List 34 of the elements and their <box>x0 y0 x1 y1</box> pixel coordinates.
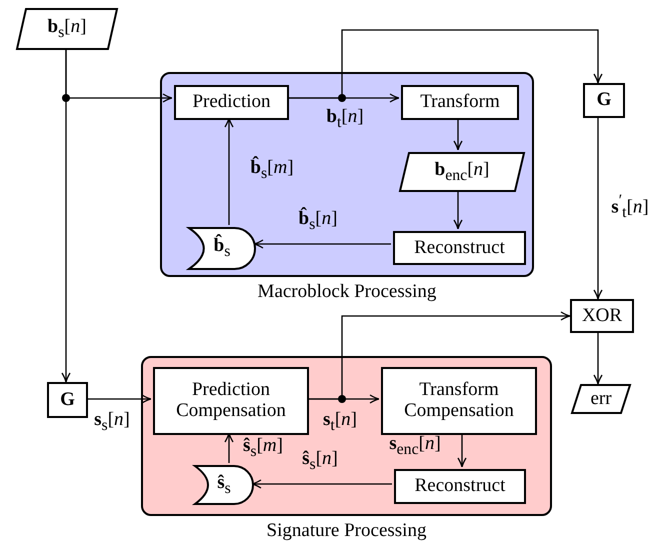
node-label: Reconstruct <box>414 238 505 258</box>
process-box <box>393 231 526 265</box>
process-box <box>583 83 625 118</box>
node-label: b̂$_{s}$ <box>214 236 230 261</box>
node-label: Transform <box>420 92 500 113</box>
node-label: err <box>590 388 612 410</box>
process-box <box>381 367 537 435</box>
edge-label: b$_{t}$[n] <box>326 107 364 131</box>
edge-label: s$_{t}$[n] <box>323 410 357 434</box>
node-label: G <box>60 390 75 410</box>
node-label: XOR <box>582 306 622 326</box>
node-label: b$_{enc}$[n] <box>434 160 490 184</box>
group-caption: Signature Processing <box>266 520 428 542</box>
edge-label: s$_{enc}$[n] <box>389 434 441 458</box>
node-label: Reconstruct <box>414 476 506 497</box>
process-box <box>401 85 519 120</box>
node-label: b$_{s}$[n] <box>48 16 86 42</box>
group-caption: Macroblock Processing <box>256 281 438 303</box>
node-label: Prediction Compensation <box>175 380 287 422</box>
edge-label: b̂$_{s}$[m] <box>250 158 294 182</box>
process-box <box>570 299 634 333</box>
process-box <box>394 469 526 504</box>
node-label: G <box>596 90 612 111</box>
node-label: ŝ$_{s}$ <box>217 472 231 498</box>
edge-label: s$^{′}$$_{t}$[n] <box>611 193 649 221</box>
process-box <box>174 85 289 120</box>
edge-label: ŝ$_{s}$[n] <box>302 449 338 473</box>
process-box <box>47 382 88 418</box>
process-box <box>153 367 309 435</box>
node-label: Prediction <box>192 92 271 113</box>
edge-label: b̂$_{s}$[n] <box>298 209 338 233</box>
edge-label: s$_{s}$[n] <box>94 410 130 434</box>
node-label: Transform Compensation <box>403 380 515 422</box>
edge-label: ŝ$_{s}$[m] <box>243 436 283 460</box>
